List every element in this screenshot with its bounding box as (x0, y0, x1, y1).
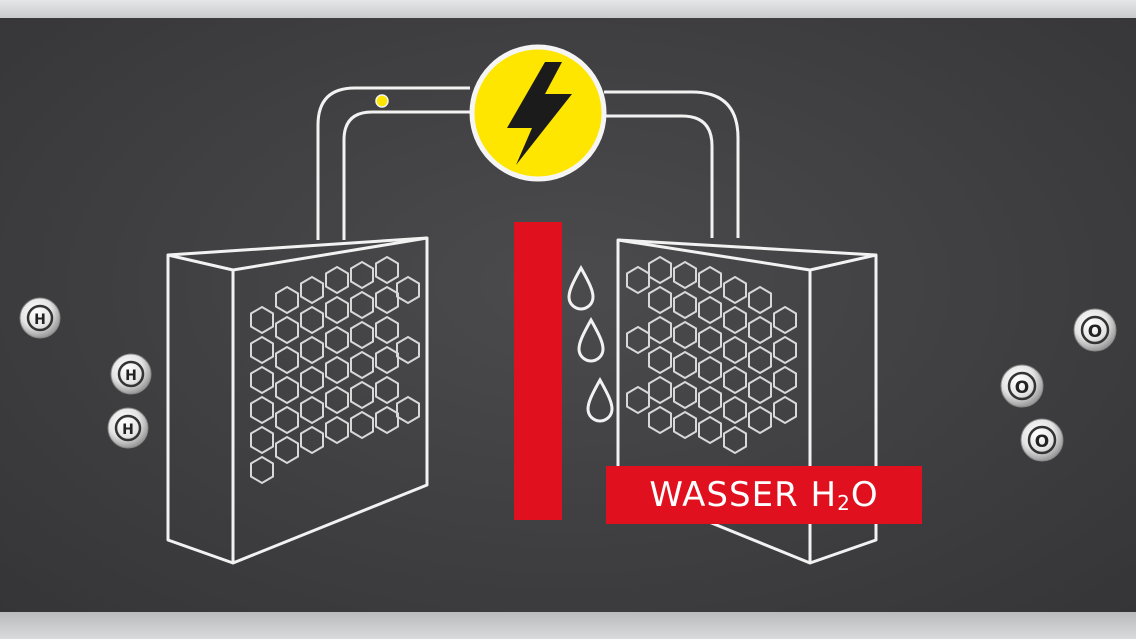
water-drop-icon (577, 316, 605, 363)
lightning-bolt-icon (507, 62, 572, 165)
hydrogen-molecule-icon: H (107, 407, 149, 449)
hydrogen-molecule-icon: H (110, 353, 152, 395)
cathode-hex-pattern (626, 256, 797, 454)
svg-text:O: O (1088, 322, 1102, 342)
oxygen-molecule-icon: O (1000, 364, 1044, 408)
electron-dot (375, 94, 389, 108)
svg-text:O: O (1035, 432, 1049, 452)
water-drops (567, 264, 614, 423)
water-label-text: WASSER H2O (649, 475, 879, 515)
oxygen-molecule-icon: O (1073, 308, 1117, 352)
water-drop-icon (567, 264, 595, 311)
anode-hex-pattern (250, 256, 420, 484)
hydrogen-molecules: H H H (19, 297, 152, 449)
hydrogen-molecule-icon: H (19, 297, 61, 339)
circuit-wire (316, 86, 740, 240)
water-drop-icon (586, 376, 614, 423)
top-frame-strip (0, 0, 1136, 18)
svg-text:H: H (34, 312, 46, 328)
oxygen-molecule-icon: O (1020, 418, 1064, 462)
membrane-bar (514, 222, 562, 520)
svg-text:H: H (125, 368, 137, 384)
water-label: WASSER H2O (606, 466, 922, 524)
oxygen-molecules: O O O (1000, 308, 1117, 462)
bottom-frame-strip (0, 612, 1136, 639)
power-source (469, 44, 607, 182)
svg-text:O: O (1015, 378, 1029, 398)
anode-block (166, 236, 429, 565)
svg-text:H: H (122, 422, 134, 438)
